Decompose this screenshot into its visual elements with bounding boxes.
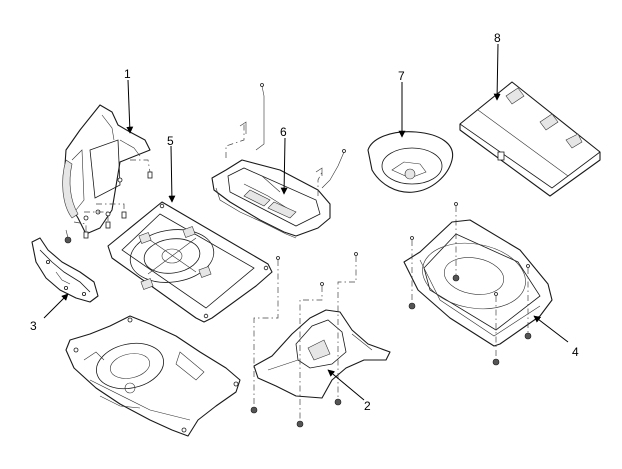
callout-4: 4: [572, 345, 579, 359]
part-5-luggage-tray: [107, 201, 273, 323]
part-7-spare-tire-bowl: [367, 131, 454, 193]
leader-4: [533, 315, 569, 343]
callout-2: 2: [364, 399, 371, 413]
part-2-fasteners: [250, 252, 358, 428]
leader-6: [280, 137, 288, 195]
callouts: 1 2 3 4 5 6 7 8: [30, 31, 579, 413]
leader-1: [126, 79, 134, 134]
part-4-luggage-box: [403, 219, 553, 347]
leader-3: [43, 293, 69, 319]
part-1-side-trim-panel: [62, 104, 151, 235]
callout-3: 3: [30, 319, 37, 333]
leader-8: [493, 43, 501, 101]
leader-5: [168, 145, 176, 203]
leader-2: [327, 369, 365, 401]
callout-5: 5: [167, 134, 174, 148]
leader-lines: [43, 43, 569, 401]
callout-8: 8: [494, 31, 501, 45]
callout-1: 1: [124, 67, 131, 81]
part-3-bracket: [31, 237, 99, 303]
floor-panel: [65, 315, 241, 437]
part-8-cover-board: [459, 81, 601, 197]
part-4-fasteners: [408, 202, 532, 366]
part-1-fasteners: [64, 159, 153, 244]
part-6-package-shelf: [211, 159, 331, 239]
part-2-rear-trim-panel: [253, 309, 391, 399]
part-6-retainers: [225, 83, 346, 196]
callout-7: 7: [398, 69, 405, 83]
callout-6: 6: [280, 125, 287, 139]
